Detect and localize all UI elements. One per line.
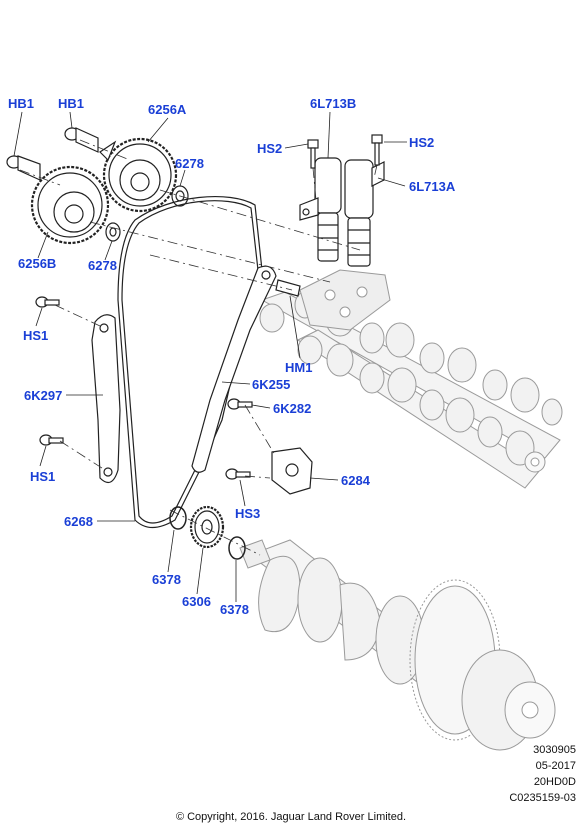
vct-solenoid-6l713b xyxy=(299,157,342,262)
callout-6284: 6284 xyxy=(341,473,371,488)
callout-hb1-left: HB1 xyxy=(8,96,34,111)
drawing-number: 3030905 xyxy=(533,744,576,756)
callout-6256b: 6256B xyxy=(18,256,56,271)
callout-6306: 6306 xyxy=(182,594,211,609)
callout-6k282: 6K282 xyxy=(273,401,311,416)
bolt-hb1-left xyxy=(6,155,41,181)
assembly-centerlines xyxy=(19,139,378,556)
o-ring-6278-bottom xyxy=(105,222,121,242)
callout-hb1-right: HB1 xyxy=(58,96,84,111)
callout-hs1-top: HS1 xyxy=(23,328,48,343)
cam-phaser-6256b xyxy=(30,165,110,245)
drawing-id: C0235159-03 xyxy=(509,792,576,804)
callout-6256a: 6256A xyxy=(148,102,187,117)
callout-6278-top: 6278 xyxy=(175,156,204,171)
bolt-hs1-bottom xyxy=(39,434,64,446)
callout-6l713a: 6L713A xyxy=(409,179,456,194)
fixed-guide-6k255 xyxy=(191,265,277,473)
callout-hs3: HS3 xyxy=(235,506,260,521)
bolt-hs1-top xyxy=(35,296,60,308)
callout-6378-right: 6378 xyxy=(220,602,249,617)
dowel-pin-hm1 xyxy=(275,279,301,297)
camshafts-ghost xyxy=(259,269,563,489)
callout-6k297: 6K297 xyxy=(24,388,62,403)
callout-hs2-left: HS2 xyxy=(257,141,282,156)
drawing-reference-block: 3030905 05-2017 20HD0D C0235159-03 xyxy=(509,742,576,806)
timing-chain-6268 xyxy=(117,196,263,529)
callout-leaders xyxy=(13,111,407,602)
bolt-6k282 xyxy=(227,398,253,410)
callout-hs2-right: HS2 xyxy=(409,135,434,150)
crankshaft-ghost xyxy=(239,539,556,751)
o-ring-6378-left xyxy=(169,506,187,530)
callout-6268: 6268 xyxy=(64,514,93,529)
drawing-date: 05-2017 xyxy=(535,760,576,772)
callout-hs1-bottom: HS1 xyxy=(30,469,55,484)
copyright-notice: © Copyright, 2016. Jaguar Land Rover Lim… xyxy=(175,811,407,823)
callout-hm1: HM1 xyxy=(285,360,312,375)
vct-solenoid-6l713a xyxy=(344,159,385,267)
callout-labels: HB1 HB1 6256A 6278 6256B 6278 6L713B HS2… xyxy=(8,96,456,617)
bolt-hb1-right xyxy=(64,127,99,153)
cam-phaser-6256a xyxy=(99,137,178,213)
callout-6k255: 6K255 xyxy=(252,377,290,392)
callout-6278-bottom: 6278 xyxy=(88,258,117,273)
bolt-hs2-right xyxy=(371,134,383,166)
drawing-code: 20HD0D xyxy=(533,776,576,788)
crank-sprocket-6306 xyxy=(189,505,225,549)
callout-6l713b: 6L713B xyxy=(310,96,356,111)
bolt-hs3 xyxy=(225,468,251,480)
callout-6378-left: 6378 xyxy=(152,572,181,587)
chain-tensioner-6284 xyxy=(271,447,313,495)
tensioner-guide-6k297 xyxy=(91,314,121,484)
o-ring-6378-right xyxy=(228,536,246,560)
